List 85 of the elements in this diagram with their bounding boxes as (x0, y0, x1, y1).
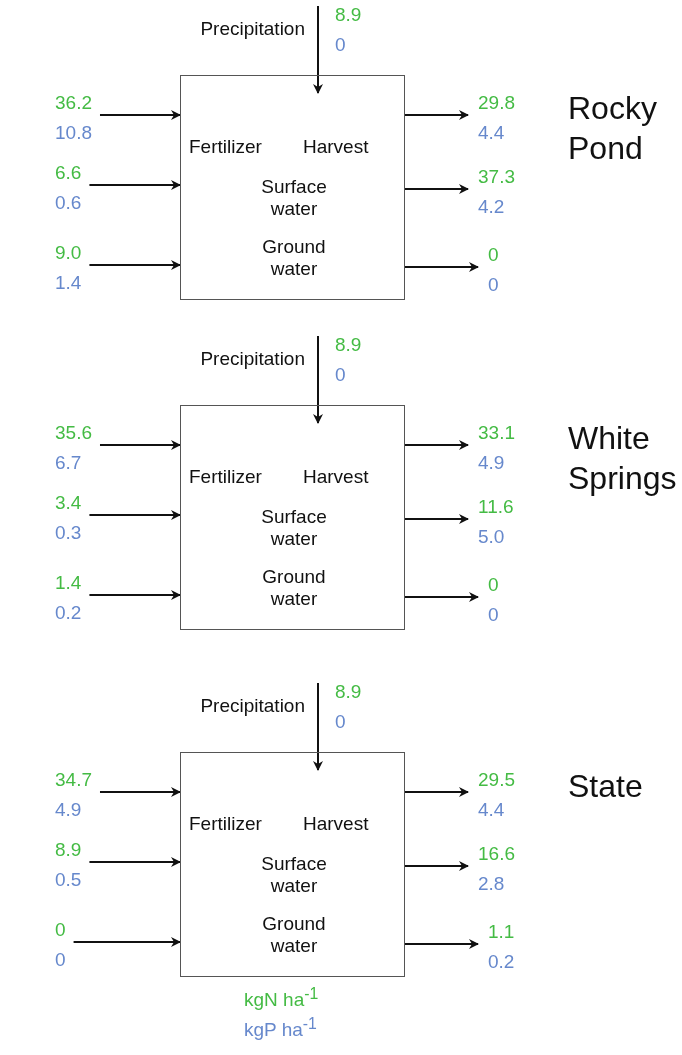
nitrogen-value: 8.9 (335, 333, 362, 357)
phosphorus-value: 0 (488, 603, 499, 627)
phosphorus-value: 0.2 (55, 601, 82, 625)
flow-label: Ground water (261, 236, 327, 280)
nitrogen-value: 16.6 (478, 842, 515, 866)
nitrogen-value: 35.6 (55, 421, 92, 445)
nitrogen-value: 0 (55, 918, 66, 942)
arrow (404, 184, 469, 194)
nitrogen-value: 29.8 (478, 91, 515, 115)
unit-label: kgP ha$^{-1}$ (244, 1015, 317, 1042)
arrow (72, 937, 181, 947)
arrow (313, 5, 323, 94)
phosphorus-value: 0 (335, 710, 347, 734)
arrow (404, 787, 469, 797)
arrow (313, 682, 323, 771)
nitrogen-value: 1.1 (488, 920, 515, 944)
site-name: State (568, 767, 644, 806)
flow-label: Fertilizer (189, 813, 262, 835)
flow-label: Surface water (260, 176, 328, 220)
nitrogen-value: 8.9 (55, 838, 82, 862)
flow-label: Precipitation (200, 18, 305, 40)
arrow (404, 861, 469, 871)
phosphorus-value: 0.3 (55, 521, 82, 545)
nitrogen-value: 37.3 (478, 165, 515, 189)
site-name: Rocky Pond (568, 89, 658, 168)
phosphorus-value: 4.2 (478, 195, 506, 219)
nitrogen-value: 6.6 (55, 161, 82, 185)
nitrogen-value: 11.6 (478, 495, 514, 519)
nitrogen-value: 33.1 (478, 421, 515, 445)
nitrogen-value: 34.7 (55, 768, 92, 792)
arrow (313, 335, 323, 424)
system-box (180, 752, 405, 977)
phosphorus-value: 0.6 (55, 191, 82, 215)
flow-label: Fertilizer (189, 136, 262, 158)
nitrogen-value: 9.0 (55, 241, 82, 265)
arrow (404, 592, 479, 602)
arrow (88, 590, 181, 600)
flow-label: Precipitation (200, 695, 305, 717)
system-box (180, 405, 405, 630)
phosphorus-value: 0 (55, 948, 66, 972)
phosphorus-value: 0 (335, 33, 347, 57)
arrow (404, 440, 469, 450)
phosphorus-value: 6.7 (55, 451, 83, 475)
phosphorus-value: 4.9 (55, 798, 83, 822)
flow-label: Harvest (303, 466, 369, 488)
phosphorus-value: 1.4 (55, 271, 82, 295)
flow-label: Surface water (260, 853, 328, 897)
nitrogen-value: 3.4 (55, 491, 82, 515)
arrow (99, 787, 181, 797)
arrow (404, 262, 479, 272)
site-name: White Springs (568, 419, 678, 498)
phosphorus-value: 2.8 (478, 872, 506, 896)
nitrogen-value: 1.4 (55, 571, 82, 595)
nitrogen-value: 0 (488, 243, 499, 267)
arrow (404, 939, 479, 949)
arrow (88, 857, 181, 867)
flow-label: Harvest (303, 813, 369, 835)
flow-label: Surface water (260, 506, 328, 550)
phosphorus-value: 10.8 (55, 121, 92, 145)
phosphorus-value: 4.4 (478, 121, 506, 145)
nitrogen-value: 8.9 (335, 680, 362, 704)
phosphorus-value: 4.4 (478, 798, 506, 822)
system-box (180, 75, 405, 300)
arrow (88, 260, 181, 270)
nitrogen-value: 8.9 (335, 3, 362, 27)
arrow (99, 110, 181, 120)
flow-label: Precipitation (200, 348, 305, 370)
arrow (88, 180, 181, 190)
phosphorus-value: 4.9 (478, 451, 506, 475)
flow-label: Ground water (261, 913, 327, 957)
phosphorus-value: 0 (335, 363, 347, 387)
arrow (88, 510, 181, 520)
arrow (404, 514, 469, 524)
nitrogen-value: 29.5 (478, 768, 515, 792)
nitrogen-value: 36.2 (55, 91, 92, 115)
phosphorus-value: 0.2 (488, 950, 515, 974)
arrow (99, 440, 181, 450)
flow-label: Harvest (303, 136, 369, 158)
nitrogen-value: 0 (488, 573, 499, 597)
flow-label: Fertilizer (189, 466, 262, 488)
phosphorus-value: 0.5 (55, 868, 82, 892)
arrow (404, 110, 469, 120)
phosphorus-value: 5.0 (478, 525, 506, 549)
phosphorus-value: 0 (488, 273, 499, 297)
flow-label: Ground water (261, 566, 327, 610)
